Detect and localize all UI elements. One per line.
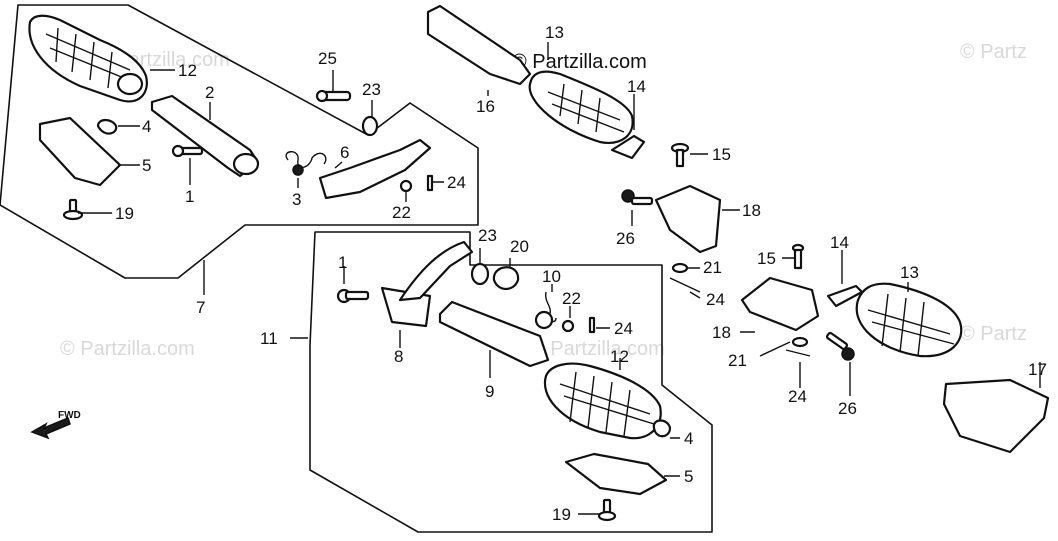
cotter-pin-24-low bbox=[588, 316, 596, 334]
callout-13-right: 13 bbox=[900, 263, 919, 282]
pin-top-left bbox=[171, 144, 204, 158]
bracket-6 bbox=[318, 138, 432, 200]
callout-23-top: 23 bbox=[362, 80, 381, 99]
watermark-main: © Partzilla.com bbox=[512, 51, 647, 73]
bolt-19-top-left bbox=[62, 198, 84, 221]
callout-22-top: 22 bbox=[392, 203, 411, 222]
spring-3 bbox=[285, 151, 327, 168]
bolt-1-mid bbox=[336, 288, 370, 304]
callout-11: 11 bbox=[260, 329, 278, 348]
cotter-pin-24-top bbox=[426, 174, 434, 192]
bolt-15-right bbox=[791, 243, 805, 270]
callout-23-mid: 23 bbox=[478, 226, 497, 245]
bolt-26-top bbox=[621, 189, 654, 206]
bolt-19-low bbox=[597, 498, 617, 522]
callout-25: 25 bbox=[318, 49, 337, 68]
watermark-top-right: © Partz bbox=[960, 41, 1027, 63]
footpeg-bar-9 bbox=[438, 300, 550, 368]
callout-19-low: 19 bbox=[552, 505, 571, 524]
washer-21-top bbox=[671, 262, 689, 274]
bolt-25 bbox=[315, 89, 352, 103]
callout-14-right: 14 bbox=[830, 233, 849, 252]
footpeg-bar-top-left bbox=[150, 94, 260, 178]
callout-24-right: 24 bbox=[788, 387, 807, 406]
callout-26-right: 26 bbox=[838, 399, 857, 418]
footpeg-rubber-13-right bbox=[855, 282, 963, 358]
callout-18-right: 18 bbox=[712, 323, 731, 342]
rubber-cap-top-left bbox=[96, 118, 118, 135]
callout-9: 9 bbox=[485, 382, 494, 401]
group-7-outline bbox=[0, 4, 479, 279]
cotter-pin-24-mid bbox=[669, 277, 701, 293]
callout-18-top: 18 bbox=[742, 201, 761, 220]
callout-24-low: 24 bbox=[614, 319, 633, 338]
callout-4-top: 4 bbox=[142, 117, 151, 136]
callout-1-mid: 1 bbox=[338, 253, 347, 272]
callout-15-right: 15 bbox=[757, 249, 776, 268]
footpeg-bracket-16 bbox=[426, 4, 532, 86]
forward-direction-arrow: FWD bbox=[30, 410, 81, 440]
fwd-label: FWD bbox=[58, 410, 81, 421]
washer-22-mid bbox=[561, 319, 575, 333]
callout-15-top: 15 bbox=[712, 145, 731, 164]
washer-22-top bbox=[399, 179, 413, 193]
bracket-18-right bbox=[740, 276, 820, 332]
callout-13-top: 13 bbox=[545, 23, 564, 42]
callout-3: 3 bbox=[292, 190, 301, 209]
callout-22-mid: 22 bbox=[562, 289, 581, 308]
cotter-pin-24-right bbox=[785, 349, 811, 357]
callout-19-top: 19 bbox=[115, 204, 134, 223]
plate-top-left bbox=[38, 116, 122, 187]
callout-16: 16 bbox=[476, 97, 495, 116]
callout-5-low: 5 bbox=[684, 467, 693, 486]
callout-21-right: 21 bbox=[728, 351, 747, 370]
callout-24-mid: 24 bbox=[706, 290, 725, 309]
callout-17: 17 bbox=[1028, 360, 1047, 379]
bracket-18-top bbox=[654, 184, 722, 254]
callout-12-mid: 12 bbox=[610, 347, 629, 366]
callout-24-top: 24 bbox=[447, 173, 466, 192]
washer-23-top bbox=[361, 115, 379, 137]
callout-6: 6 bbox=[340, 143, 349, 162]
callout-26-top: 26 bbox=[616, 229, 635, 248]
callout-10: 10 bbox=[542, 267, 561, 286]
washer-14-top bbox=[610, 134, 646, 160]
plate-5-low bbox=[564, 452, 668, 496]
watermark-left: © Partzilla.com bbox=[60, 338, 195, 360]
callout-7: 7 bbox=[196, 298, 205, 317]
rubber-cap-4-low bbox=[652, 419, 672, 438]
bracket-8-arm bbox=[398, 240, 474, 302]
bolt-26-right bbox=[825, 331, 855, 361]
spring-10-coil bbox=[534, 310, 554, 330]
watermark-right: © Partz bbox=[960, 323, 1027, 345]
bolt-15-top bbox=[670, 142, 690, 168]
washer-21-right bbox=[791, 336, 809, 348]
callout-12-top: 12 bbox=[178, 61, 197, 80]
callout-1-top: 1 bbox=[185, 187, 194, 206]
callout-8: 8 bbox=[394, 347, 403, 366]
watermark-center: © Partzilla.com bbox=[530, 338, 665, 360]
spring-3-hub bbox=[292, 164, 304, 176]
footpeg-bracket-17 bbox=[942, 378, 1050, 454]
callout-4-low: 4 bbox=[684, 429, 693, 448]
footpeg-rubber-12-mid bbox=[543, 362, 662, 440]
callout-5-top: 5 bbox=[142, 156, 151, 175]
footpeg-rubber-13-top bbox=[528, 70, 634, 144]
callout-20: 20 bbox=[510, 237, 529, 256]
washer-23-mid bbox=[470, 262, 490, 286]
callout-14-top: 14 bbox=[627, 77, 646, 96]
callout-21-top: 21 bbox=[703, 258, 722, 277]
callout-2: 2 bbox=[205, 83, 214, 102]
rubber-cap-20 bbox=[492, 266, 520, 291]
footpeg-rubber-top-left bbox=[28, 14, 148, 103]
